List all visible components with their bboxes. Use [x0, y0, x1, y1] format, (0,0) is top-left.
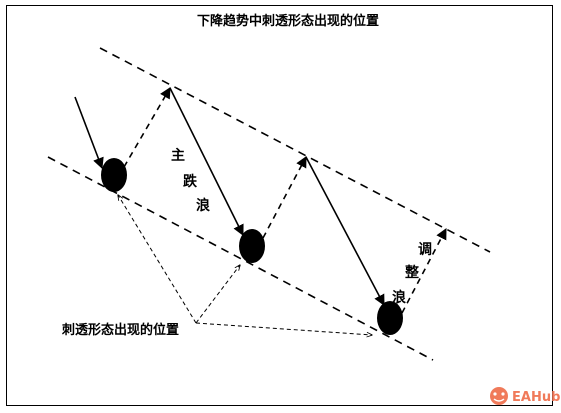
- main-decline-arrow-2: [305, 156, 385, 306]
- pierce-pattern-dot-2: [239, 229, 265, 263]
- diagram-frame: [6, 5, 553, 406]
- main-wave-char-3: 浪: [196, 197, 210, 214]
- pointer-line-3: [195, 322, 372, 335]
- watermark-text: EAHub: [512, 390, 560, 405]
- pierce-pattern-dot-1: [101, 158, 127, 192]
- upper-trend-line: [99, 47, 491, 253]
- pointer-line-2: [195, 265, 240, 324]
- main-wave-char-1: 主: [171, 147, 185, 164]
- pointer-line-1: [118, 195, 197, 324]
- rebound-arrow-1: [123, 87, 171, 168]
- main-wave-char-2: 跌: [183, 174, 198, 190]
- eahub-logo-icon: [490, 387, 508, 405]
- adjust-wave-char-1: 调: [418, 242, 432, 258]
- adjust-wave-char-2: 整: [404, 264, 420, 281]
- pierce-pattern-dot-3: [377, 301, 403, 335]
- diagram-title: 下降趋势中刺透形态出现的位置: [197, 13, 379, 29]
- adjustment-arrow: [401, 228, 447, 314]
- main-decline-arrow-1: [169, 87, 244, 237]
- adjust-wave-char-3: 浪: [392, 289, 406, 306]
- rebound-arrow-2: [262, 156, 307, 239]
- pierce-position-label: 刺透形态出现的位置: [62, 322, 179, 338]
- initial-down-arrow: [74, 96, 104, 170]
